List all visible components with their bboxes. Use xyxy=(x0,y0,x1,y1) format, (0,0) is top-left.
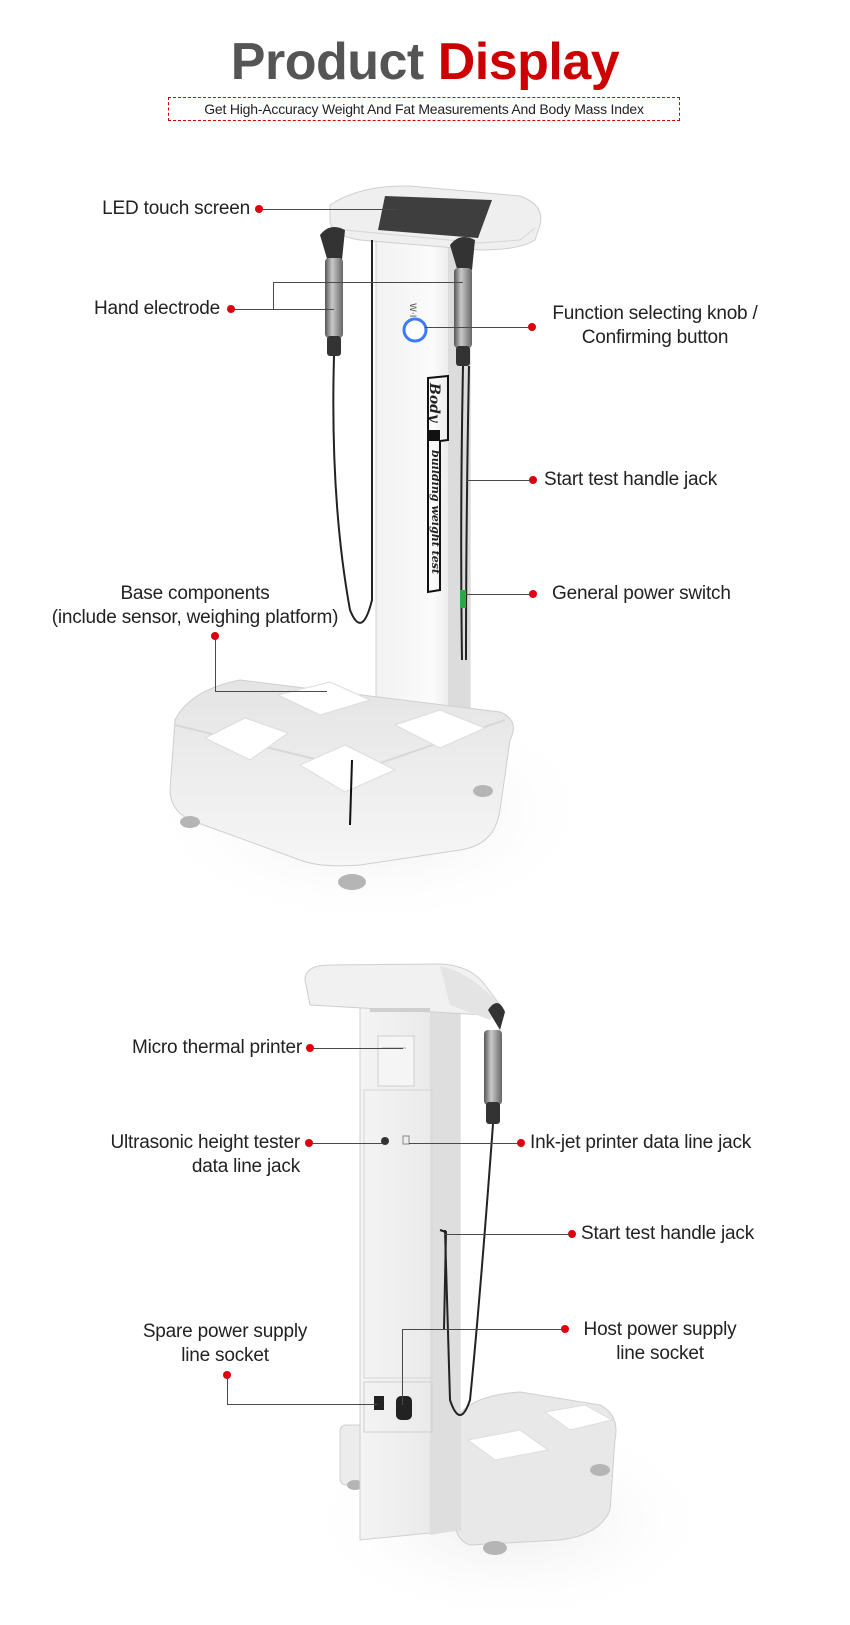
label-led-touch-screen: LED touch screen xyxy=(102,198,250,219)
label-start-test-handle-jack: Start test handle jack xyxy=(544,469,718,490)
pointer-dot xyxy=(517,1139,525,1147)
pointer-dot xyxy=(255,205,263,213)
title-display: Display xyxy=(437,33,620,91)
leader-line xyxy=(227,1375,229,1405)
label-line: Host power supply xyxy=(583,1319,737,1340)
pointer-dot xyxy=(227,305,235,313)
label-micro-thermal-printer: Micro thermal printer xyxy=(131,1037,302,1058)
leader-line xyxy=(262,209,397,211)
pointer-dot xyxy=(529,590,537,598)
pointer-dot xyxy=(306,1044,314,1052)
leader-line xyxy=(402,1329,562,1331)
leader-line xyxy=(273,282,463,284)
leader-line xyxy=(273,282,275,309)
label-general-power-switch: General power switch xyxy=(552,583,731,604)
panel-brand-text: Body xyxy=(426,382,442,423)
svg-text:W·I: W·I xyxy=(407,303,417,317)
leader-line xyxy=(313,1048,403,1050)
label-function-knob: Function selecting knob / Confirming but… xyxy=(535,302,775,350)
label-base-components: Base components (include sensor, weighin… xyxy=(30,582,360,630)
label-line: (include sensor, weighing platform) xyxy=(51,607,339,628)
leader-line xyxy=(234,309,334,311)
leader-line xyxy=(312,1143,382,1145)
label-line: data line jack xyxy=(191,1156,300,1177)
pointer-dot xyxy=(561,1325,569,1333)
label-inkjet-printer-jack: Ink-jet printer data line jack xyxy=(530,1132,752,1153)
back-device-illustration xyxy=(300,963,720,1625)
front-device-illustration: W·I Body building weight test xyxy=(140,185,600,930)
page-subtitle: Get High-Accuracy Weight And Fat Measure… xyxy=(168,97,680,121)
leader-line xyxy=(466,594,530,596)
label-line: line socket xyxy=(616,1343,704,1364)
leader-line xyxy=(215,691,327,693)
label-hand-electrode: Hand electrode xyxy=(93,298,220,319)
label-host-power-socket: Host power supply line socket xyxy=(565,1318,755,1366)
panel-tagline-text: building weight test xyxy=(429,450,442,574)
leader-line xyxy=(466,480,530,482)
leader-line xyxy=(425,327,529,329)
label-line: Function selecting knob / xyxy=(552,303,758,324)
label-line: Spare power supply xyxy=(142,1321,308,1342)
page-title: Product Display xyxy=(0,32,850,92)
label-start-test-handle-jack-back: Start test handle jack xyxy=(581,1223,755,1244)
leader-line xyxy=(444,1234,569,1236)
label-ultrasonic-height-tester-jack: Ultrasonic height tester data line jack xyxy=(40,1131,300,1179)
leader-line xyxy=(409,1143,518,1145)
label-spare-power-socket: Spare power supply line socket xyxy=(110,1320,340,1368)
leader-line xyxy=(215,636,217,692)
pointer-dot xyxy=(528,323,536,331)
title-product: Product xyxy=(230,33,424,91)
label-line: line socket xyxy=(181,1345,269,1366)
leader-line xyxy=(227,1404,377,1406)
label-line: Confirming button xyxy=(581,327,729,348)
leader-line xyxy=(402,1329,404,1405)
pointer-dot xyxy=(568,1230,576,1238)
label-line: Ultrasonic height tester xyxy=(110,1132,300,1153)
label-line: Base components xyxy=(120,583,270,604)
pointer-dot xyxy=(305,1139,313,1147)
pointer-dot xyxy=(529,476,537,484)
